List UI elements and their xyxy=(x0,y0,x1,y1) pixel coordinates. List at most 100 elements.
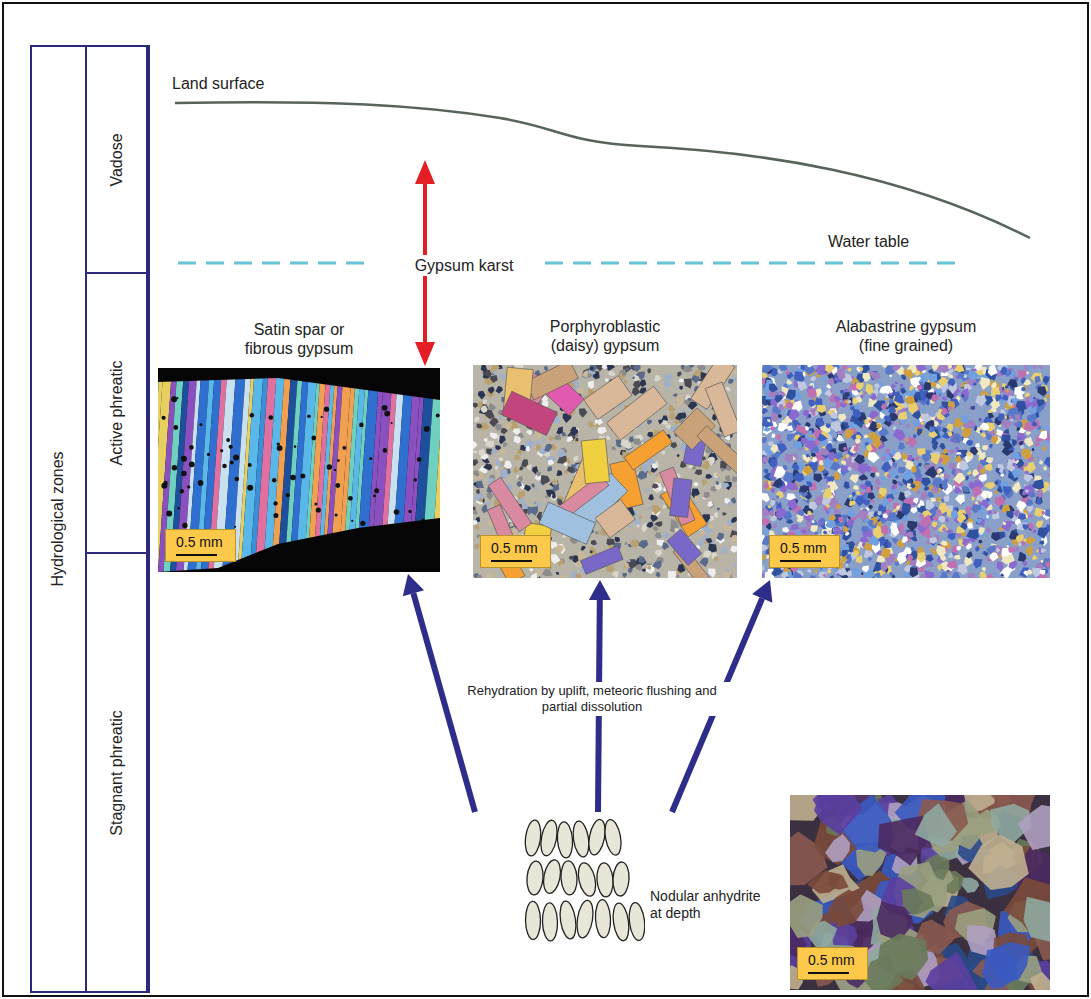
grain xyxy=(1045,509,1050,517)
grain xyxy=(703,492,710,498)
grain xyxy=(587,373,592,378)
grain xyxy=(684,379,692,389)
grain xyxy=(730,546,737,553)
grain xyxy=(521,459,528,467)
grain xyxy=(969,406,975,410)
grain xyxy=(841,424,845,429)
grain xyxy=(1013,546,1020,553)
grain xyxy=(810,525,818,532)
grain xyxy=(854,405,859,410)
grain xyxy=(888,498,892,503)
grain xyxy=(474,417,480,423)
crystal xyxy=(581,439,609,484)
grain xyxy=(612,571,619,578)
inclusion xyxy=(166,511,172,517)
crystal xyxy=(660,467,696,526)
grain xyxy=(514,454,521,460)
grain xyxy=(809,428,815,435)
grain xyxy=(488,387,495,394)
grain xyxy=(1039,460,1044,464)
grain xyxy=(849,495,852,498)
grain xyxy=(473,470,480,477)
grain xyxy=(654,521,662,527)
grain xyxy=(650,515,658,522)
grain xyxy=(776,434,781,440)
grain xyxy=(775,451,782,457)
grain xyxy=(830,431,834,436)
grain xyxy=(544,366,548,371)
grain xyxy=(570,429,578,435)
grain xyxy=(827,569,831,574)
inclusion xyxy=(230,461,234,465)
grain xyxy=(632,377,635,380)
grain xyxy=(903,572,911,578)
grain xyxy=(810,576,816,579)
grain xyxy=(499,448,506,455)
grain xyxy=(547,456,557,464)
grain xyxy=(643,438,647,441)
grain xyxy=(647,471,652,475)
grain xyxy=(595,424,600,429)
photo-panel: Porphyroblastic (daisy) gypsum0.5 mm xyxy=(473,365,737,578)
zone-band: Stagnant phreatic xyxy=(85,552,150,993)
inclusion xyxy=(222,464,227,469)
grain xyxy=(830,575,835,578)
grain xyxy=(984,482,996,489)
grain xyxy=(693,482,699,486)
grain xyxy=(942,427,947,433)
grain xyxy=(535,488,538,492)
grain xyxy=(496,386,503,394)
grain xyxy=(646,521,653,528)
grain xyxy=(973,382,977,386)
inclusion xyxy=(277,445,283,451)
grain xyxy=(518,477,523,482)
zone-label: Active phreatic xyxy=(108,361,126,466)
grain xyxy=(892,538,898,544)
grain xyxy=(699,557,708,567)
grain xyxy=(578,373,582,377)
scale-line xyxy=(491,560,532,562)
inclusion xyxy=(394,509,400,515)
grain xyxy=(835,567,848,575)
grain xyxy=(763,480,768,485)
grain xyxy=(909,386,914,391)
grain xyxy=(684,395,691,401)
grain xyxy=(893,365,901,371)
grain xyxy=(841,464,850,476)
grain xyxy=(495,466,499,471)
grain xyxy=(551,554,561,564)
grain xyxy=(476,481,484,489)
grain xyxy=(1032,555,1038,560)
grain xyxy=(694,495,700,501)
grain xyxy=(952,433,962,444)
grain xyxy=(917,509,920,512)
grain xyxy=(517,481,523,488)
grain xyxy=(567,466,575,473)
grain xyxy=(634,438,642,445)
crystal xyxy=(595,499,635,538)
grain xyxy=(664,374,674,381)
inclusion xyxy=(182,523,187,528)
grain xyxy=(900,384,904,388)
grain xyxy=(633,380,641,389)
karst-arrow-head xyxy=(415,342,435,366)
grain xyxy=(703,551,712,558)
grain xyxy=(548,460,555,466)
grain xyxy=(855,439,861,445)
grain xyxy=(701,461,710,470)
grain xyxy=(639,540,649,549)
water-table-line xyxy=(178,262,368,265)
grain xyxy=(762,565,764,573)
grain xyxy=(770,426,775,431)
grain xyxy=(664,381,671,388)
inclusion xyxy=(424,426,430,432)
inclusion xyxy=(181,456,187,462)
grain xyxy=(970,406,975,410)
grain xyxy=(702,479,708,486)
grain xyxy=(658,420,663,425)
grain xyxy=(473,459,478,466)
grain xyxy=(553,434,561,440)
grain xyxy=(499,373,505,379)
